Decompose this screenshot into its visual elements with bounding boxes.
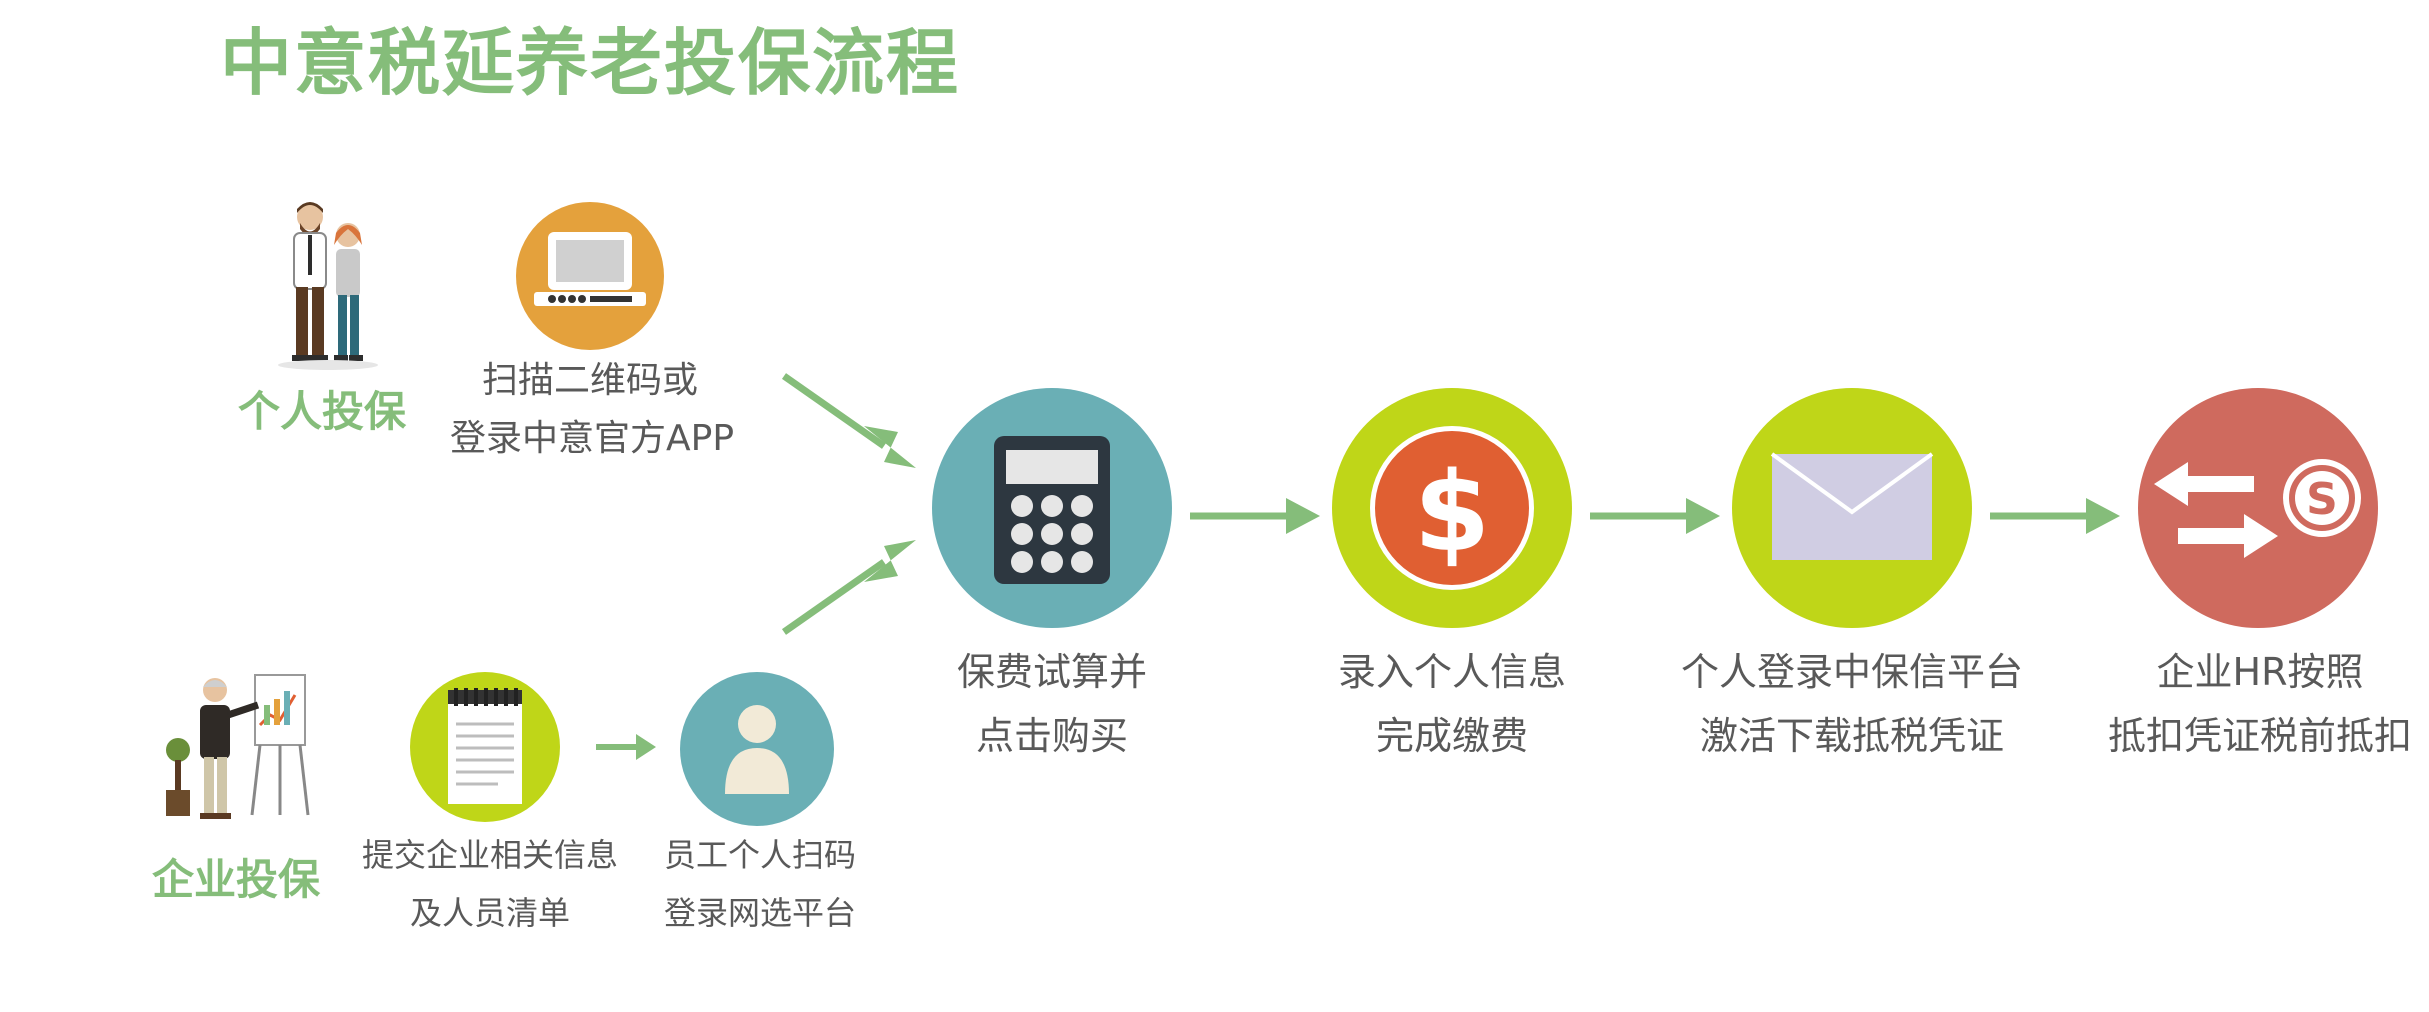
personal-step-line2: 登录中意官方APP — [450, 418, 735, 459]
step2-line2: 完成缴费 — [1375, 714, 1528, 758]
personal-label: 个人投保 — [238, 387, 407, 436]
step1-line1: 保费试算并 — [956, 650, 1147, 694]
notepad-step-circle — [410, 672, 560, 822]
laptop-step-circle — [516, 202, 664, 350]
transfer-icon: S — [2154, 459, 2361, 558]
notepad-icon — [448, 688, 522, 804]
laptop-icon — [534, 232, 646, 306]
step3-line2: 激活下载抵税凭证 — [1699, 714, 2004, 758]
calculator-icon — [994, 436, 1110, 584]
arrow-icon — [1590, 498, 1720, 534]
dollar-icon: $ — [1414, 448, 1491, 576]
step4-line2: 抵扣凭证税前抵扣 — [2107, 714, 2412, 758]
arrow-icon — [781, 540, 916, 635]
presenter-icon — [166, 674, 310, 819]
step4-line1: 企业HR按照 — [2156, 650, 2364, 694]
enterprise-step1-caption: 提交企业相关信息 及人员清单 — [345, 826, 635, 942]
arrow-icon — [596, 734, 656, 760]
enterprise-step2-line2: 登录网选平台 — [663, 894, 856, 932]
enterprise-label: 企业投保 — [152, 855, 321, 904]
dollar-step-circle: $ — [1332, 388, 1572, 628]
transfer-step-circle: S — [2138, 388, 2378, 628]
enterprise-step1-line2: 及人员清单 — [409, 894, 570, 932]
step3-line1: 个人登录中保信平台 — [1680, 650, 2023, 694]
step1-line2: 点击购买 — [975, 714, 1128, 758]
step3-caption: 个人登录中保信平台 激活下载抵税凭证 — [1672, 640, 2032, 768]
arrow-icon — [1190, 498, 1320, 534]
step4-caption: 企业HR按照 抵扣凭证税前抵扣 — [2100, 640, 2420, 768]
dollar-inner-circle — [1370, 426, 1534, 590]
arrow-icon — [1990, 498, 2120, 534]
envelope-step-circle — [1732, 388, 1972, 628]
person-step-circle — [680, 672, 834, 826]
svg-text:$: $ — [1414, 448, 1491, 576]
enterprise-step2-line1: 员工个人扫码 — [663, 836, 856, 874]
enterprise-step1-line1: 提交企业相关信息 — [361, 836, 618, 874]
person-icon — [725, 705, 789, 794]
envelope-icon — [1770, 452, 1934, 560]
couple-icon — [278, 202, 378, 370]
svg-text:S: S — [2306, 474, 2338, 525]
step2-caption: 录入个人信息 完成缴费 — [1302, 640, 1602, 768]
page-title: 中意税延养老投保流程 — [220, 21, 961, 105]
personal-step-caption: 扫描二维码或 登录中意官方APP — [450, 352, 735, 468]
calculator-step-circle — [932, 388, 1172, 628]
step2-line1: 录入个人信息 — [1337, 650, 1566, 694]
enterprise-step2-caption: 员工个人扫码 登录网选平台 — [640, 826, 880, 942]
arrow-icon — [781, 373, 916, 468]
personal-step-line1: 扫描二维码或 — [481, 360, 698, 401]
step1-caption: 保费试算并 点击购买 — [912, 640, 1192, 768]
